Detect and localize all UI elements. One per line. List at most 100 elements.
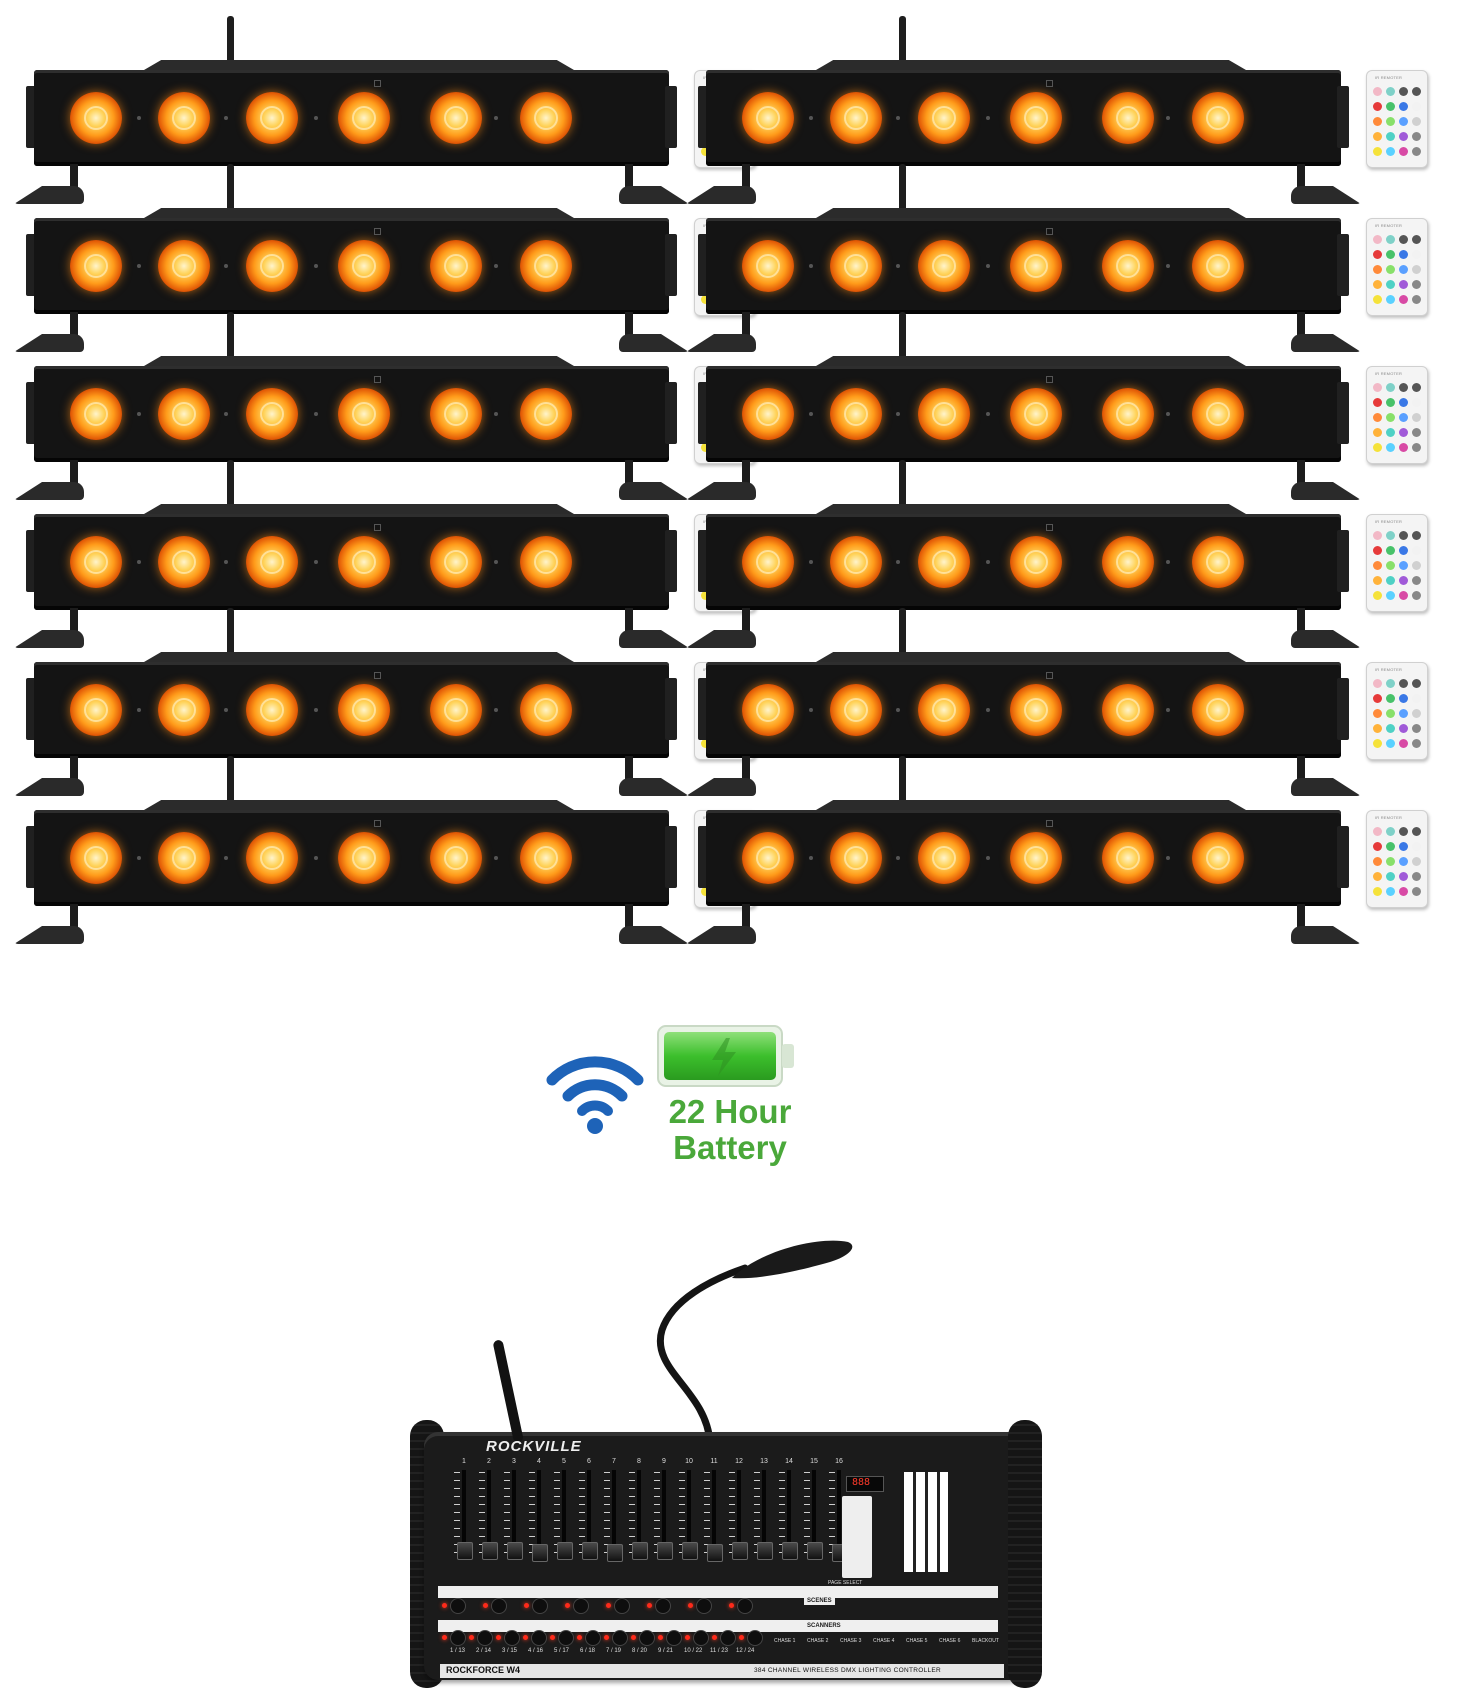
panel-button[interactable] — [450, 1598, 466, 1614]
led-lens — [1010, 684, 1062, 736]
fader-scale — [679, 1472, 685, 1556]
bar-screw — [1166, 708, 1170, 712]
fader-track — [837, 1470, 841, 1558]
bar-screw — [314, 708, 318, 712]
remote-button — [1412, 383, 1421, 392]
channel-pair-label: 2 / 14 — [476, 1648, 492, 1654]
channel-fader[interactable] — [507, 1542, 523, 1560]
bar-antenna — [899, 164, 906, 214]
channel-fader[interactable] — [682, 1542, 698, 1560]
remote-button — [1399, 546, 1408, 555]
panel-button[interactable] — [504, 1630, 520, 1646]
fader-track — [812, 1470, 816, 1558]
panel-button[interactable] — [477, 1630, 493, 1646]
panel-button[interactable] — [747, 1630, 763, 1646]
panel-button[interactable] — [612, 1630, 628, 1646]
foot-leg — [70, 164, 78, 190]
ir-sensor — [374, 672, 381, 679]
led-bar-unit: IR REMOTER — [686, 756, 1428, 944]
remote-button — [1412, 265, 1421, 274]
bar-top-plate — [816, 652, 1246, 662]
fader-scale — [704, 1472, 710, 1556]
ir-remote: IR REMOTER — [1366, 218, 1428, 316]
bar-end-cap — [665, 678, 677, 740]
led-display-digits: 888 — [852, 1477, 871, 1488]
led-lens — [1010, 536, 1062, 588]
led-lens — [520, 240, 572, 292]
bar-foot — [1291, 904, 1361, 948]
bar-antenna — [227, 756, 234, 806]
remote-button — [1412, 591, 1421, 600]
bar-top-plate — [816, 356, 1246, 366]
panel-button[interactable] — [450, 1630, 466, 1646]
led-lens — [918, 240, 970, 292]
remote-button — [1386, 857, 1395, 866]
channel-fader[interactable] — [532, 1544, 548, 1562]
panel-button[interactable] — [585, 1630, 601, 1646]
bar-antenna — [899, 16, 906, 66]
foot-leg — [1297, 904, 1305, 930]
channel-fader[interactable] — [482, 1542, 498, 1560]
remote-button — [1399, 265, 1408, 274]
remote-button — [1399, 147, 1408, 156]
channel-number: 1 — [462, 1458, 466, 1465]
remote-button — [1373, 842, 1382, 851]
bar-foot — [619, 904, 689, 948]
panel-button[interactable] — [666, 1630, 682, 1646]
panel-button[interactable] — [655, 1598, 671, 1614]
panel-button[interactable] — [573, 1598, 589, 1614]
led-lens — [70, 388, 122, 440]
indicator-led — [442, 1635, 447, 1640]
channel-fader[interactable] — [732, 1542, 748, 1560]
remote-button — [1412, 443, 1421, 452]
channel-number: 7 — [612, 1458, 616, 1465]
channel-fader[interactable] — [657, 1542, 673, 1560]
bar-screw — [809, 856, 813, 860]
indicator-led — [604, 1635, 609, 1640]
remote-button — [1399, 383, 1408, 392]
panel-button[interactable] — [693, 1630, 709, 1646]
fader-track — [512, 1470, 516, 1558]
channel-fader[interactable] — [757, 1542, 773, 1560]
remote-button — [1386, 428, 1395, 437]
panel-button[interactable] — [720, 1630, 736, 1646]
bar-foot — [619, 756, 689, 800]
bar-end-cap — [1337, 382, 1349, 444]
panel-button[interactable] — [737, 1598, 753, 1614]
remote-button — [1399, 87, 1408, 96]
remote-button — [1386, 383, 1395, 392]
channel-fader[interactable] — [707, 1544, 723, 1562]
panel-button[interactable] — [531, 1630, 547, 1646]
fader-scale — [754, 1472, 760, 1556]
remote-button — [1399, 887, 1408, 896]
panel-button[interactable] — [558, 1630, 574, 1646]
panel-button[interactable] — [532, 1598, 548, 1614]
channel-fader[interactable] — [607, 1544, 623, 1562]
fader-track — [537, 1470, 541, 1558]
foot-leg — [625, 460, 633, 486]
fader-scale — [579, 1472, 585, 1556]
page-select-label: PAGE SELECT — [828, 1580, 863, 1586]
panel-button[interactable] — [639, 1630, 655, 1646]
channel-fader[interactable] — [557, 1542, 573, 1560]
channel-fader[interactable] — [582, 1542, 598, 1560]
channel-fader[interactable] — [457, 1542, 473, 1560]
channel-fader[interactable] — [782, 1542, 798, 1560]
channel-fader[interactable] — [632, 1542, 648, 1560]
remote-button — [1373, 428, 1382, 437]
panel-button[interactable] — [614, 1598, 630, 1614]
foot-pad — [1291, 926, 1361, 944]
led-lens — [158, 92, 210, 144]
remote-button — [1399, 591, 1408, 600]
fader-track — [587, 1470, 591, 1558]
channel-fader[interactable] — [807, 1542, 823, 1560]
panel-button[interactable] — [696, 1598, 712, 1614]
channel-number: 14 — [785, 1458, 793, 1465]
remote-button — [1386, 117, 1395, 126]
chase-label: CHASE 6 — [939, 1638, 961, 1644]
remote-button — [1373, 132, 1382, 141]
indicator-led — [524, 1603, 529, 1608]
panel-button[interactable] — [491, 1598, 507, 1614]
remote-button — [1386, 546, 1395, 555]
remote-button — [1373, 147, 1382, 156]
